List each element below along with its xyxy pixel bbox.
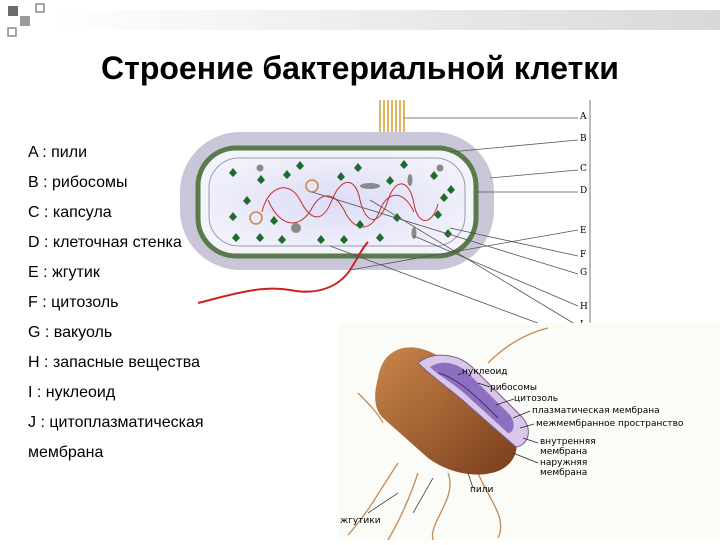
label-intermembrane-space: межмембранное пространство bbox=[536, 419, 683, 429]
label-plasma-membrane: плазматическая мембрана bbox=[532, 406, 660, 416]
legend-item-e: E : жгутик bbox=[28, 262, 248, 292]
letter-g: G bbox=[580, 268, 587, 278]
letter-c: C bbox=[580, 164, 587, 174]
storage-granule bbox=[437, 165, 444, 172]
label-flagella: жгутики bbox=[340, 516, 381, 526]
letter-h: H bbox=[580, 302, 588, 312]
storage-granule bbox=[360, 183, 380, 189]
legend-item-b: B : рибосомы bbox=[28, 172, 248, 202]
label-pili: пили bbox=[470, 485, 493, 495]
legend-item-j-cont: мембрана bbox=[28, 442, 248, 472]
legend-item-d: D : клеточная стенка bbox=[28, 232, 248, 262]
label-inner-membrane-2: мембрана bbox=[540, 447, 587, 457]
label-cytosol: цитозоль bbox=[514, 394, 558, 404]
legend-item-a: A : пили bbox=[28, 142, 248, 172]
storage-granule bbox=[291, 223, 301, 233]
label-nucleoid: нуклеоид bbox=[462, 367, 508, 377]
bacterium-3d-drawing bbox=[338, 323, 720, 540]
legend-list: A : пили B : рибосомы C : капсула D : кл… bbox=[28, 142, 248, 472]
storage-granule bbox=[257, 165, 264, 172]
legend-item-h: H : запасные вещества bbox=[28, 352, 248, 382]
storage-granule bbox=[408, 174, 413, 186]
storage-granule bbox=[412, 227, 417, 239]
legend-item-c: C : капсула bbox=[28, 202, 248, 232]
label-inner-membrane-1: внутренняя bbox=[540, 437, 596, 447]
letter-f: F bbox=[580, 250, 586, 260]
label-outer-membrane-1: наружняя bbox=[540, 458, 587, 468]
legend-item-f: F : цитозоль bbox=[28, 292, 248, 322]
label-outer-membrane-2: мембрана bbox=[540, 468, 587, 478]
legend-item-i: I : нуклеоид bbox=[28, 382, 248, 412]
legend-item-j: J : цитоплазматическая bbox=[28, 412, 248, 442]
letter-a: A bbox=[580, 112, 587, 122]
label-ribosomes: рибосомы bbox=[490, 383, 537, 393]
letter-b: B bbox=[580, 134, 587, 144]
bacterium-3d-illustration: нуклеоид рибосомы цитозоль плазматическа… bbox=[338, 323, 720, 540]
letter-e: E bbox=[580, 226, 587, 236]
letter-d: D bbox=[580, 186, 587, 196]
legend-item-g: G : вакуоль bbox=[28, 322, 248, 352]
